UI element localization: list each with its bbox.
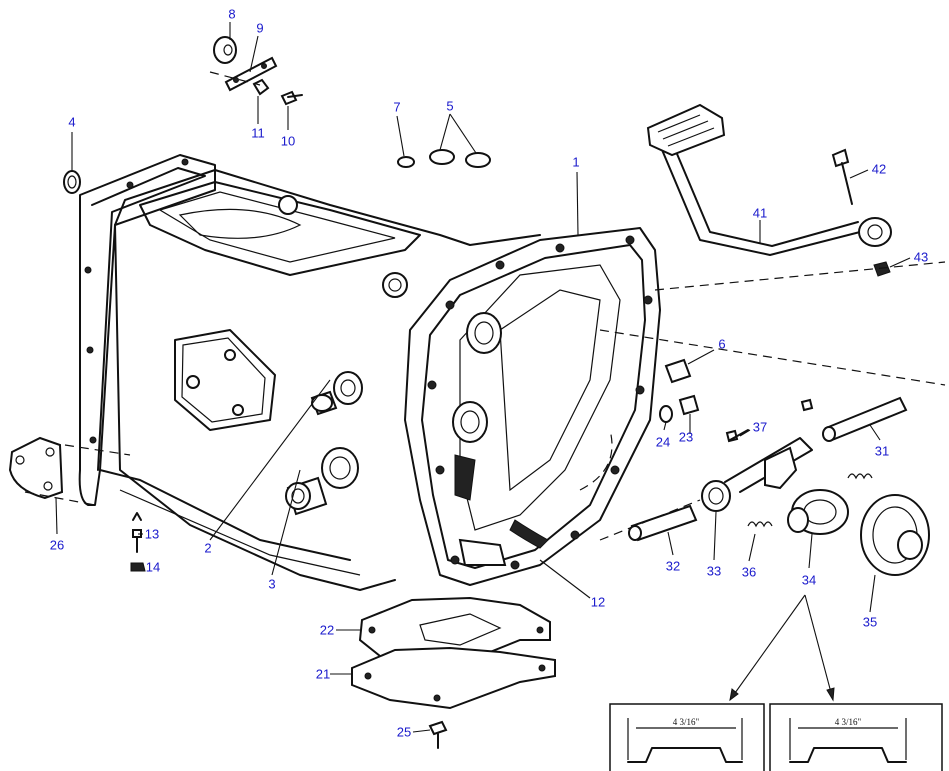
callout-22: 22 — [319, 622, 335, 638]
callout-6: 6 — [718, 336, 726, 352]
callout-5: 5 — [446, 98, 454, 114]
callout-23: 23 — [678, 429, 694, 445]
callout-1: 1 — [572, 154, 580, 170]
callout-35: 35 — [862, 614, 878, 630]
callout-13: 13 — [144, 526, 160, 542]
callout-36: 36 — [741, 564, 757, 580]
callout-9: 9 — [256, 20, 264, 36]
bottom-covers — [351, 596, 556, 749]
inset-left-dimension: 4 3/16" — [672, 717, 700, 727]
callout-12: 12 — [590, 594, 606, 610]
callout-33: 33 — [706, 563, 722, 579]
alignment-lines — [579, 261, 946, 541]
leader-lines — [55, 22, 911, 733]
callout-42: 42 — [871, 161, 887, 177]
callout-11: 11 — [251, 125, 265, 141]
transmission-housing — [78, 154, 541, 591]
inset-right-dimension: 4 3/16" — [834, 717, 862, 727]
callout-37: 37 — [752, 419, 768, 435]
inset-boxes — [609, 703, 943, 771]
mounting-bracket — [8, 436, 131, 506]
callout-4: 4 — [68, 114, 76, 130]
callout-14: 14 — [145, 559, 161, 575]
callout-7: 7 — [393, 99, 401, 115]
callout-25: 25 — [396, 724, 412, 740]
housing-bosses — [285, 371, 363, 516]
clutch-pedal — [646, 103, 892, 277]
callout-2: 2 — [204, 540, 212, 556]
callout-24: 24 — [655, 434, 671, 450]
callout-31: 31 — [874, 443, 890, 459]
callout-43: 43 — [913, 249, 929, 265]
callout-3: 3 — [268, 576, 276, 592]
top-bracket-parts — [209, 36, 303, 106]
clutch-release-parts — [628, 358, 930, 576]
callout-32: 32 — [665, 558, 681, 574]
callout-21: 21 — [315, 666, 331, 682]
callout-26: 26 — [49, 537, 65, 553]
callout-10: 10 — [280, 133, 296, 149]
small-plugs — [63, 149, 491, 194]
bolt-nut-13-14 — [130, 512, 146, 572]
callout-8: 8 — [228, 6, 236, 22]
callout-34: 34 — [801, 572, 817, 588]
bell-housing — [404, 227, 661, 586]
callout-41: 41 — [752, 205, 768, 221]
